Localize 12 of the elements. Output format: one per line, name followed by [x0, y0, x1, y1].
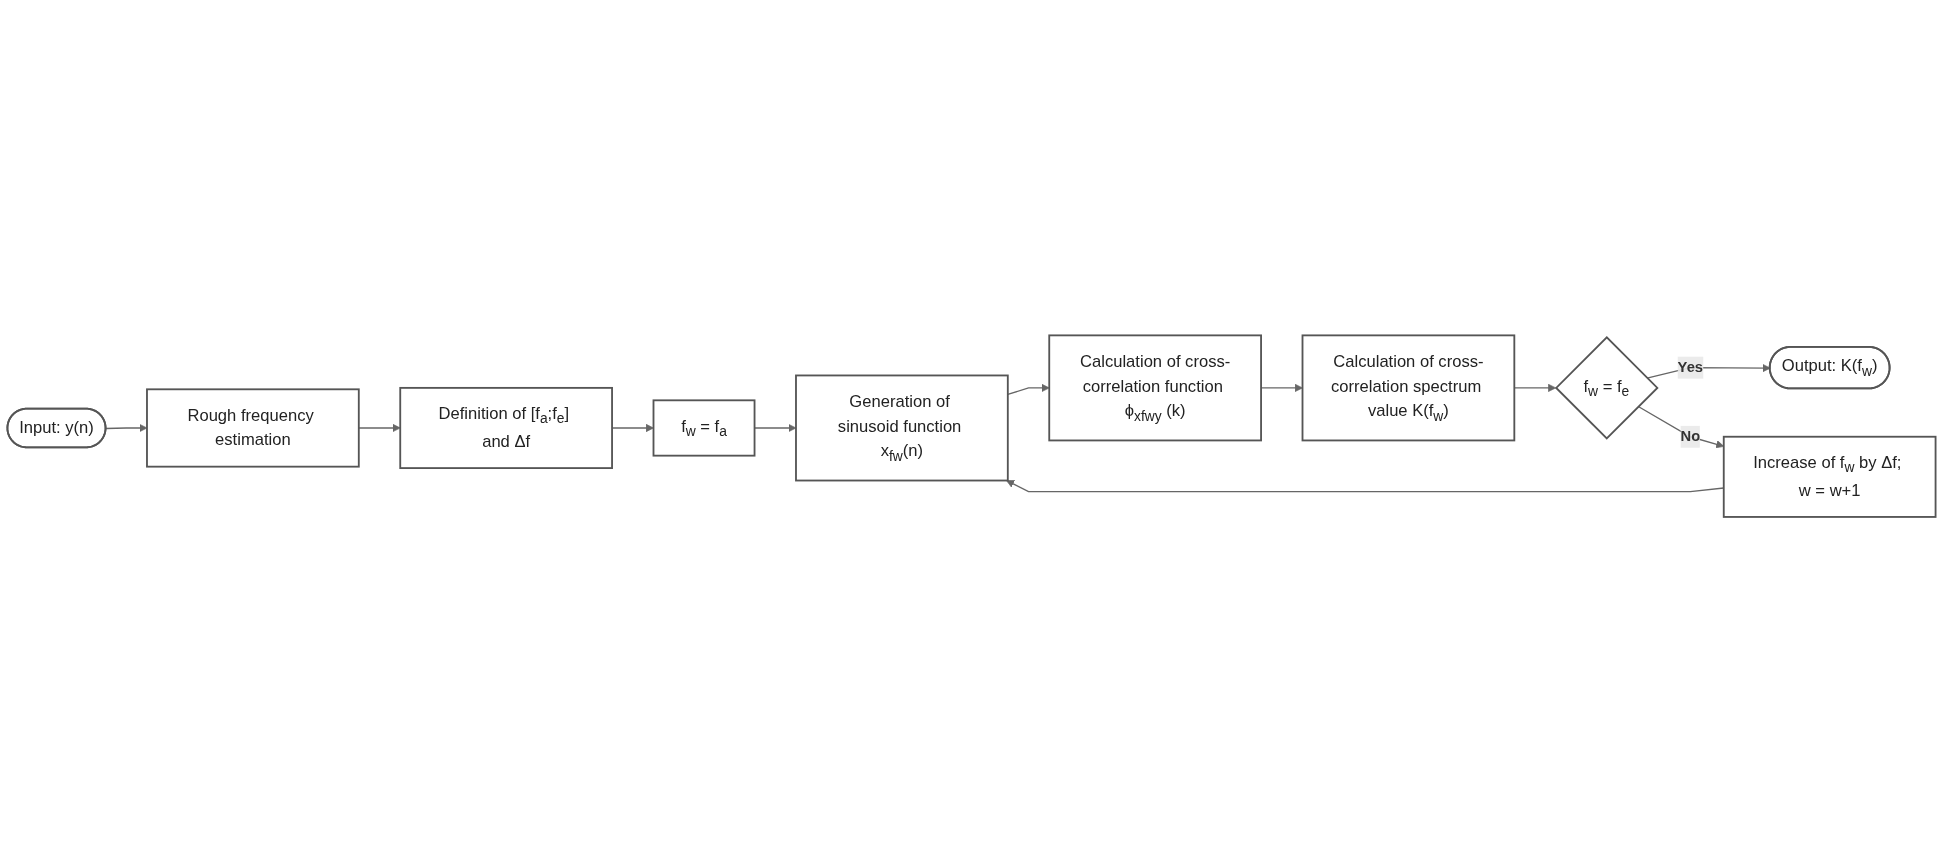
arrow [358, 424, 401, 433]
node-box: Increase of f$_{w}$ by Δf; w = w+1 [1722, 436, 1937, 519]
node-diamond: f$_{w}$ = f$_{e}$ [1554, 336, 1659, 441]
node-box: Definition of [f$_{a}$;f$_{e}$] and Δf [399, 387, 613, 470]
arrow [1007, 384, 1050, 396]
edge-label: Yes [1677, 359, 1704, 376]
node-box: Generation of sinusoid function x$_{fw}$(n) [795, 374, 1009, 482]
node-box: Calculation of cross-correlation spectrum value K(f$_{w}$) [1301, 334, 1516, 442]
edge-label: No [1680, 428, 1701, 445]
node-box: f$_{w}$ = f$_{a}$ [652, 399, 756, 457]
node-box: Rough frequency estimation [146, 388, 360, 468]
node-box: Calculation of cross-correlation function ϕ$_{xfwy}$ (k) [1048, 334, 1262, 442]
